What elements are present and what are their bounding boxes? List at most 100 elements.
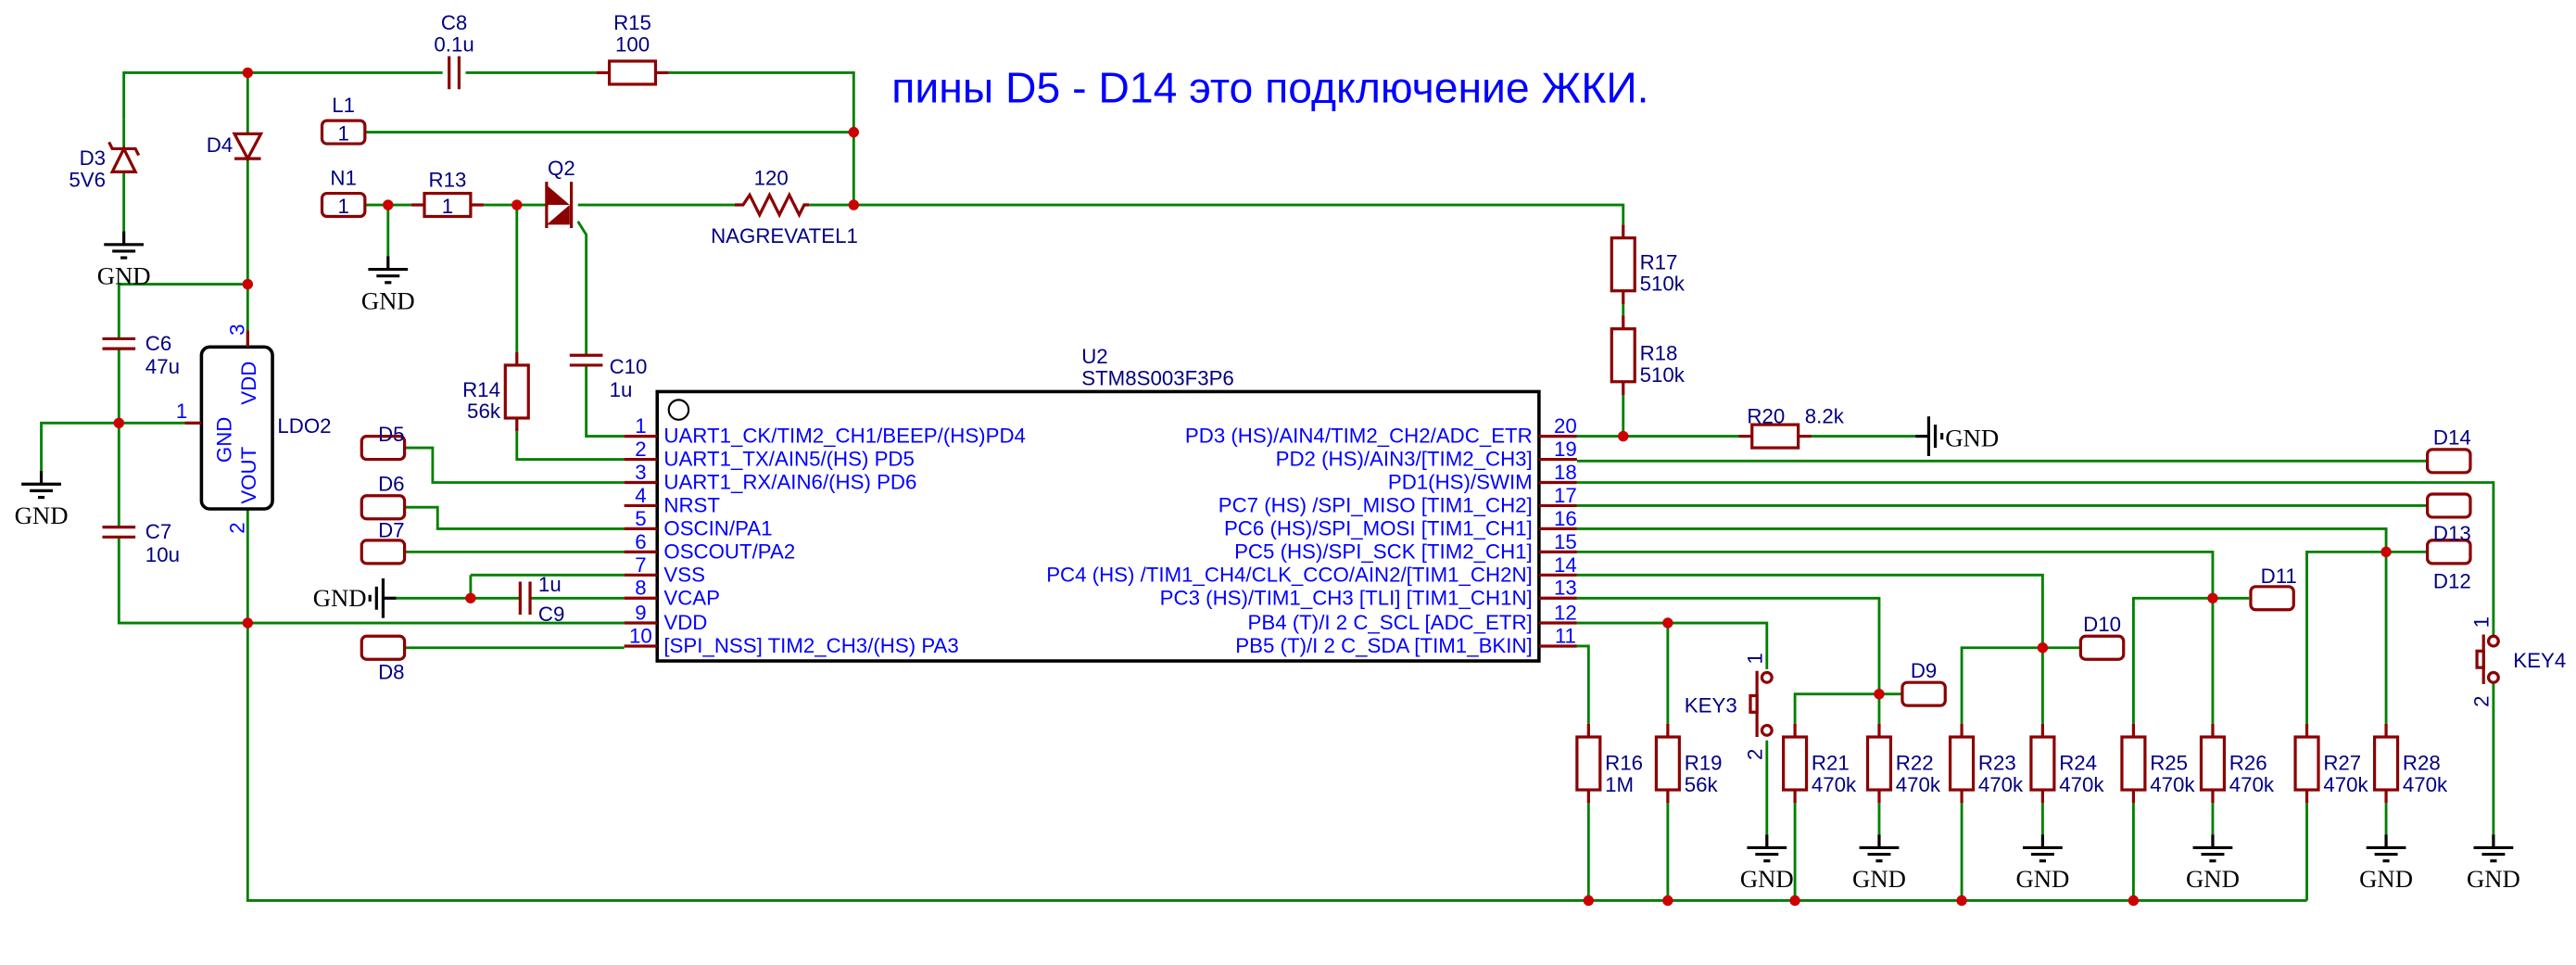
wire bbox=[576, 221, 588, 356]
junction-dot bbox=[1662, 617, 1673, 629]
pin-number: 5 bbox=[635, 507, 646, 530]
wire bbox=[1576, 644, 1590, 724]
pin-number: 18 bbox=[1554, 461, 1577, 484]
pin-name: PC5 (HS)/SPI_SCK [TIM2_CH1] bbox=[1234, 540, 1533, 563]
ref-label: R23 bbox=[1978, 752, 2016, 775]
ref-label: R25 bbox=[2150, 752, 2188, 775]
ground-symbol bbox=[2366, 834, 2406, 863]
ref-label: NAGREVATEL1 bbox=[711, 224, 858, 248]
lcd-connector[interactable] bbox=[2426, 492, 2472, 519]
ground-symbol bbox=[2473, 834, 2514, 863]
wires bbox=[40, 71, 2495, 902]
gnd-label: GND bbox=[97, 262, 151, 290]
pin-number: 3 bbox=[635, 461, 646, 484]
wire bbox=[1576, 573, 2044, 724]
ref-label: R21 bbox=[1812, 752, 1850, 775]
resistor-bottom bbox=[1654, 723, 1681, 804]
lcd-connector[interactable] bbox=[2078, 634, 2126, 661]
resistor-r13 bbox=[410, 191, 485, 219]
ref-label: R24 bbox=[2059, 752, 2097, 775]
resistor-r18 bbox=[1610, 315, 1636, 396]
wire bbox=[40, 421, 120, 472]
lcd-connector[interactable] bbox=[2426, 448, 2472, 475]
junction-dot bbox=[848, 126, 860, 138]
pin-number: 20 bbox=[1554, 414, 1577, 438]
pushbutton-key[interactable] bbox=[2475, 634, 2500, 684]
capacitor-c8 bbox=[448, 56, 461, 90]
wire bbox=[404, 446, 625, 484]
ref-label: R27 bbox=[2323, 752, 2361, 775]
resistor-bottom bbox=[1575, 723, 1602, 804]
junction-dot bbox=[1789, 895, 1800, 907]
wire bbox=[809, 203, 1625, 225]
ref-label: C8 bbox=[441, 11, 467, 34]
pin-number: 10 bbox=[629, 624, 652, 647]
wire bbox=[1576, 481, 2495, 637]
connector-ref: D9 bbox=[1911, 659, 1937, 682]
capacitor-c7 bbox=[102, 526, 136, 539]
capacitor-c9 bbox=[518, 581, 532, 616]
gnd-label: GND bbox=[15, 502, 69, 529]
connector-n1[interactable] bbox=[320, 191, 367, 219]
junction-dot bbox=[383, 199, 394, 210]
ref-label: R14 bbox=[462, 378, 500, 401]
pin-name: PC7 (HS) /SPI_MISO [TIM1_CH2] bbox=[1219, 494, 1533, 517]
lcd-connector[interactable] bbox=[2249, 585, 2295, 612]
junction-dot bbox=[242, 278, 254, 290]
value-label: 470k bbox=[2150, 773, 2195, 796]
wire bbox=[117, 283, 248, 339]
pin-number: 12 bbox=[1554, 601, 1577, 624]
connector-ref: L1 bbox=[332, 94, 355, 117]
wire bbox=[2305, 550, 2428, 724]
junction-dot bbox=[2128, 895, 2140, 907]
junction-dot bbox=[465, 592, 476, 603]
resistor-bottom bbox=[1782, 723, 1809, 804]
ref-label: R17 bbox=[1640, 251, 1678, 274]
zener-diode-d3 bbox=[107, 141, 141, 173]
components bbox=[21, 56, 2514, 863]
lcd-connector[interactable] bbox=[360, 539, 407, 565]
connector-l1[interactable] bbox=[320, 119, 367, 146]
chip-ref: U2 bbox=[1081, 345, 1107, 368]
lcd-connector[interactable] bbox=[360, 634, 407, 661]
ref-label: Q2 bbox=[548, 157, 575, 180]
value-label: 56k bbox=[467, 400, 501, 423]
diode-d4 bbox=[232, 132, 264, 162]
pin-name: PC3 (HS)/TIM1_CH3 [TLI] [TIM1_CH1N] bbox=[1160, 586, 1533, 609]
pin-name: VCAP bbox=[663, 586, 720, 609]
connector-ref: D6 bbox=[378, 472, 404, 495]
lcd-connector[interactable] bbox=[1900, 680, 1947, 707]
wire bbox=[1576, 527, 2388, 724]
key-ref: KEY3 bbox=[1685, 693, 1737, 717]
wire bbox=[117, 537, 625, 625]
connector-ref: D11 bbox=[2261, 565, 2297, 588]
pushbutton-key[interactable] bbox=[1749, 670, 1774, 738]
gnd-label: GND bbox=[2467, 865, 2520, 893]
ref-label: R18 bbox=[1640, 342, 1678, 365]
ldo-pin-num: 2 bbox=[226, 522, 249, 533]
lcd-connector[interactable] bbox=[360, 434, 407, 462]
gnd-label: GND bbox=[1945, 424, 1999, 451]
junction-dot bbox=[2037, 642, 2049, 654]
lcd-connector[interactable] bbox=[360, 494, 407, 521]
resistor-bottom bbox=[2293, 723, 2320, 804]
pin-name: [SPI_NSS] TIM2_CH3/(HS) PA3 bbox=[663, 634, 958, 657]
value-label: 47u bbox=[145, 355, 180, 378]
key-ref: KEY4 bbox=[2513, 649, 2566, 672]
key-pin: 2 bbox=[1743, 749, 1766, 760]
wire bbox=[2131, 596, 2250, 724]
gnd-label: GND bbox=[2186, 865, 2240, 893]
lcd-connector[interactable] bbox=[2426, 539, 2472, 565]
gnd-label: GND bbox=[2359, 865, 2413, 893]
connector-ref: D14 bbox=[2433, 425, 2471, 449]
junction-dot bbox=[1618, 430, 1629, 442]
junction-dot bbox=[1874, 688, 1885, 700]
pin-number: 11 bbox=[1555, 624, 1576, 647]
ldo-pin-gnd: GND bbox=[212, 417, 235, 463]
connector-ref: D10 bbox=[2083, 613, 2121, 636]
ref-label: R26 bbox=[2229, 752, 2267, 775]
junction-dot bbox=[2207, 592, 2218, 603]
wire bbox=[1576, 596, 1881, 724]
value-label: 1 bbox=[442, 195, 453, 218]
